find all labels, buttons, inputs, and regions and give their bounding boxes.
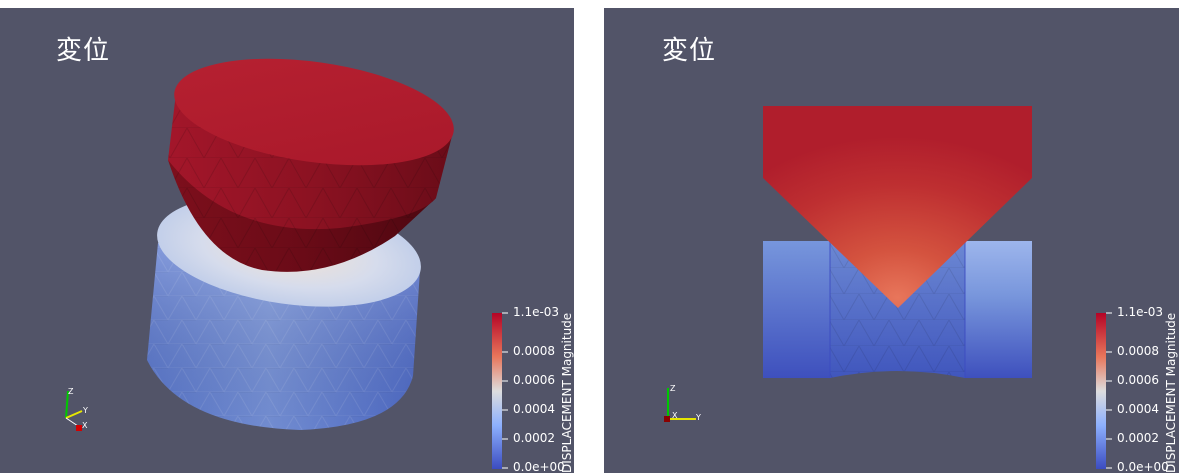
model-section-render (664, 106, 1112, 469)
colorbar-ticks (1106, 312, 1112, 469)
render-view-3d[interactable]: 変位 1.1e-03 0.0008 0.0006 0.0004 0.0002 0… (0, 8, 574, 473)
colorbar-label: 0.0002 (1117, 431, 1159, 445)
axis-label-y: Y (696, 413, 701, 422)
view-title: 変位 (56, 36, 111, 66)
axis-label-y: Y (83, 406, 88, 415)
colorbar-label-max: 1.1e-03 (513, 305, 560, 319)
model-3d-render (65, 58, 508, 469)
orientation-axes (65, 390, 83, 431)
colorbar-label: 0.0006 (1117, 373, 1159, 387)
colorbar-ticks (502, 312, 508, 469)
colorbar-label: 0.0004 (1117, 402, 1159, 416)
colorbar-label-max: 1.1e-03 (1117, 305, 1164, 319)
render-view-section[interactable]: 変位 1.1e-03 0.0008 0.0006 0.0004 0.0002 0… (604, 8, 1179, 473)
colorbar-label: 0.0002 (513, 431, 555, 445)
axis-label-z: Z (68, 387, 74, 396)
axis-label-x: X (82, 421, 88, 430)
colorbar-gradient (1096, 313, 1106, 469)
colorbar-label: 0.0008 (1117, 344, 1159, 358)
colorbar-label: 0.0008 (513, 344, 555, 358)
colorbar-gradient (492, 313, 502, 469)
axis-label-x: X (672, 411, 678, 420)
colorbar-title: DISPLACEMENT Magnitude (1164, 312, 1178, 473)
colorbar-title: DISPLACEMENT Magnitude (560, 312, 574, 473)
axis-label-z: Z (670, 384, 676, 393)
top-section (763, 106, 1032, 308)
colorbar-label: 0.0004 (513, 402, 555, 416)
colorbar-label-min: 0.0e+00 (513, 460, 565, 473)
colorbar-label: 0.0006 (513, 373, 555, 387)
colorbar-label-min: 0.0e+00 (1117, 460, 1169, 473)
view-title: 変位 (662, 36, 717, 66)
top-punch (168, 58, 454, 272)
orientation-axes (664, 388, 696, 422)
